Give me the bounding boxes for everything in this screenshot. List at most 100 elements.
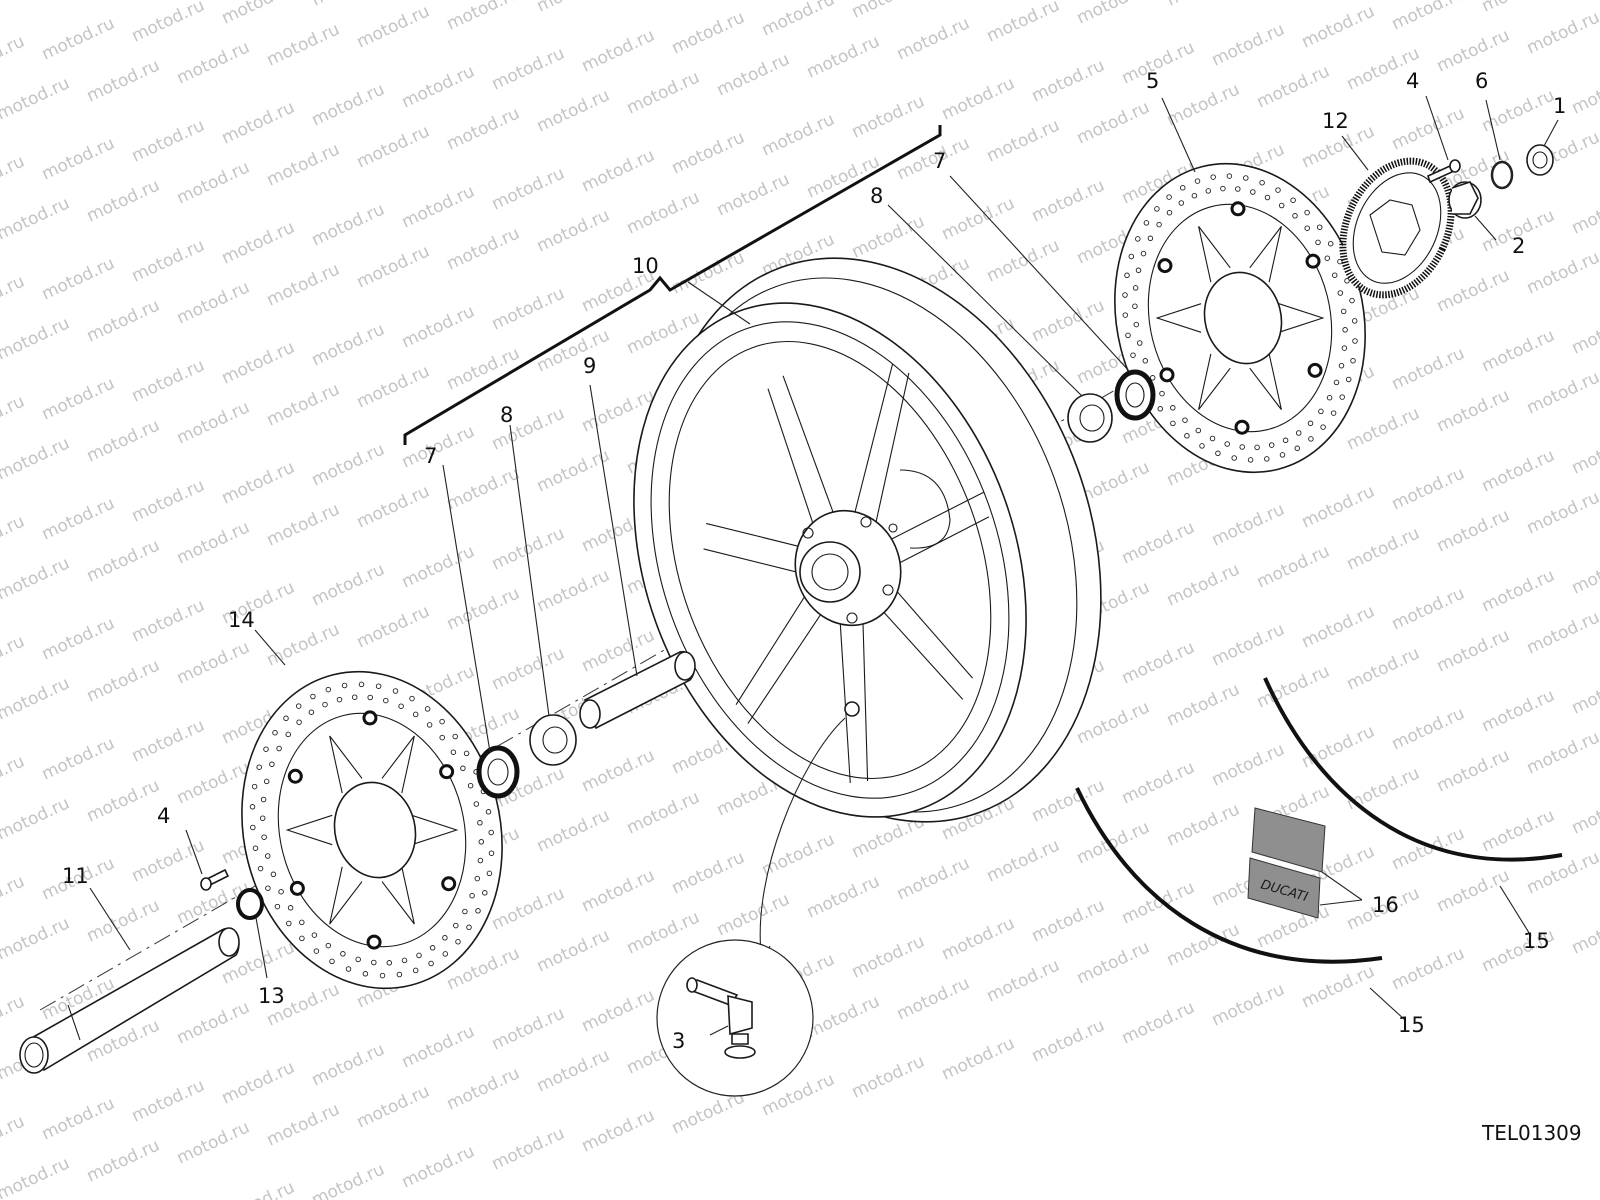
disc-hole xyxy=(1147,235,1154,242)
watermark-text: motod.ru xyxy=(1119,757,1198,808)
watermark-text: motod.ru xyxy=(1389,703,1468,754)
front-axle-11 xyxy=(19,927,240,1074)
watermark-text: motod.ru xyxy=(39,493,118,544)
watermark-text: motod.ru xyxy=(219,1177,298,1200)
callout-15-upper: 15 xyxy=(1523,929,1550,953)
watermark-text: motod.ru xyxy=(489,523,568,574)
disc-hole xyxy=(1122,292,1128,298)
disc-hole xyxy=(1290,197,1296,203)
callout-10: 10 xyxy=(632,254,659,278)
wheel-group-bracket xyxy=(403,125,942,445)
watermark-text: motod.ru xyxy=(1569,907,1600,958)
disc-hole xyxy=(475,908,481,914)
disc-hole xyxy=(1339,394,1345,400)
watermark-text: motod.ru xyxy=(264,619,343,670)
disc-hole xyxy=(1124,272,1130,279)
watermark-text: motod.ru xyxy=(894,13,973,64)
disc-hole xyxy=(310,693,316,700)
disc-hole xyxy=(383,697,389,704)
watermark-text: motod.ru xyxy=(309,1039,388,1090)
bolt-4-right xyxy=(1427,159,1461,184)
disc-hole xyxy=(1140,250,1147,257)
watermark-text: motod.ru xyxy=(219,217,298,268)
watermark-text: motod.ru xyxy=(939,73,1018,124)
spoke-edge xyxy=(888,491,984,541)
watermark-text: motod.ru xyxy=(1029,775,1108,826)
disc-hole xyxy=(462,908,468,915)
watermark-text: motod.ru xyxy=(939,913,1018,964)
disc-hole xyxy=(398,703,404,709)
disc-hole xyxy=(274,903,281,910)
disc-hole xyxy=(351,694,358,700)
watermark-text: motod.ru xyxy=(1434,745,1513,796)
watermark-text: motod.ru xyxy=(1479,565,1558,616)
disc-hole xyxy=(1159,390,1165,397)
watermark-text: motod.ru xyxy=(489,1123,568,1174)
carrier-arm xyxy=(1249,353,1282,410)
watermark-text: motod.ru xyxy=(399,61,478,112)
watermark-text: motod.ru xyxy=(0,871,28,922)
spoke-edge xyxy=(767,388,816,530)
disc-hole xyxy=(1136,340,1143,346)
spoke-edge xyxy=(862,619,869,782)
valve-detail xyxy=(656,939,814,1097)
watermark-text: motod.ru xyxy=(1344,403,1423,454)
callout-7-right: 7 xyxy=(933,149,946,173)
disc-hole xyxy=(477,820,483,826)
watermark-text: motod.ru xyxy=(1569,667,1600,718)
disc-hole xyxy=(264,853,271,859)
disc-hole xyxy=(355,956,361,963)
disc-hole xyxy=(1330,410,1337,416)
callout-8-left: 8 xyxy=(500,403,513,427)
wheel-hub xyxy=(799,541,861,603)
watermark-text: motod.ru xyxy=(1524,607,1600,658)
watermark-text: motod.ru xyxy=(444,463,523,514)
disc-hole xyxy=(272,729,278,736)
callout-4-right: 4 xyxy=(1406,69,1419,93)
watermark-text: motod.ru xyxy=(0,0,73,5)
watermark-text: motod.ru xyxy=(804,991,883,1042)
watermark-text: motod.ru xyxy=(1479,325,1558,376)
watermark-text: motod.ru xyxy=(984,835,1063,886)
watermark-text: motod.ru xyxy=(1434,865,1513,916)
valve-leader xyxy=(759,717,846,961)
watermark-text: motod.ru xyxy=(39,13,118,64)
watermark-text: motod.ru xyxy=(1119,637,1198,688)
watermark-text: motod.ru xyxy=(219,1057,298,1108)
watermark-text: motod.ru xyxy=(579,745,658,796)
disc-hole xyxy=(336,696,343,703)
disc-hole xyxy=(474,875,481,882)
rim-stripe-15b xyxy=(1075,787,1383,964)
disc-float-button xyxy=(366,934,382,950)
disc-hole xyxy=(463,750,470,757)
watermark-text: motod.ru xyxy=(1569,67,1600,118)
watermark-text: motod.ru xyxy=(489,163,568,214)
callout-9: 9 xyxy=(583,354,596,378)
watermark-text: motod.ru xyxy=(129,715,208,766)
carrier-arm xyxy=(329,735,363,794)
disc-hole xyxy=(1178,200,1185,206)
disc-hole xyxy=(358,681,365,688)
watermark-text: motod.ru xyxy=(624,907,703,958)
watermark-text: motod.ru xyxy=(1344,643,1423,694)
spoke-edge xyxy=(706,522,804,549)
disc-hole xyxy=(439,734,445,741)
watermark-text: motod.ru xyxy=(174,757,253,808)
callout-5: 5 xyxy=(1146,69,1159,93)
watermark-text: motod.ru xyxy=(534,925,613,976)
disc-hole xyxy=(488,850,495,856)
disc-hole xyxy=(283,715,289,722)
watermark-text: motod.ru xyxy=(1479,0,1558,17)
watermark-text: motod.ru xyxy=(0,151,28,202)
watermark-text: motod.ru xyxy=(1209,979,1288,1030)
watermark-text: motod.ru xyxy=(714,49,793,100)
watermark-text: motod.ru xyxy=(489,283,568,334)
disc-hole xyxy=(452,733,458,740)
carrier-arm xyxy=(1249,226,1282,283)
disc-hole xyxy=(341,682,348,689)
disc-hole xyxy=(1239,444,1245,450)
spoke-edge xyxy=(875,372,910,524)
watermark-text: motod.ru xyxy=(219,457,298,508)
disc-hole xyxy=(329,958,335,965)
wheel-spokes xyxy=(703,363,990,784)
